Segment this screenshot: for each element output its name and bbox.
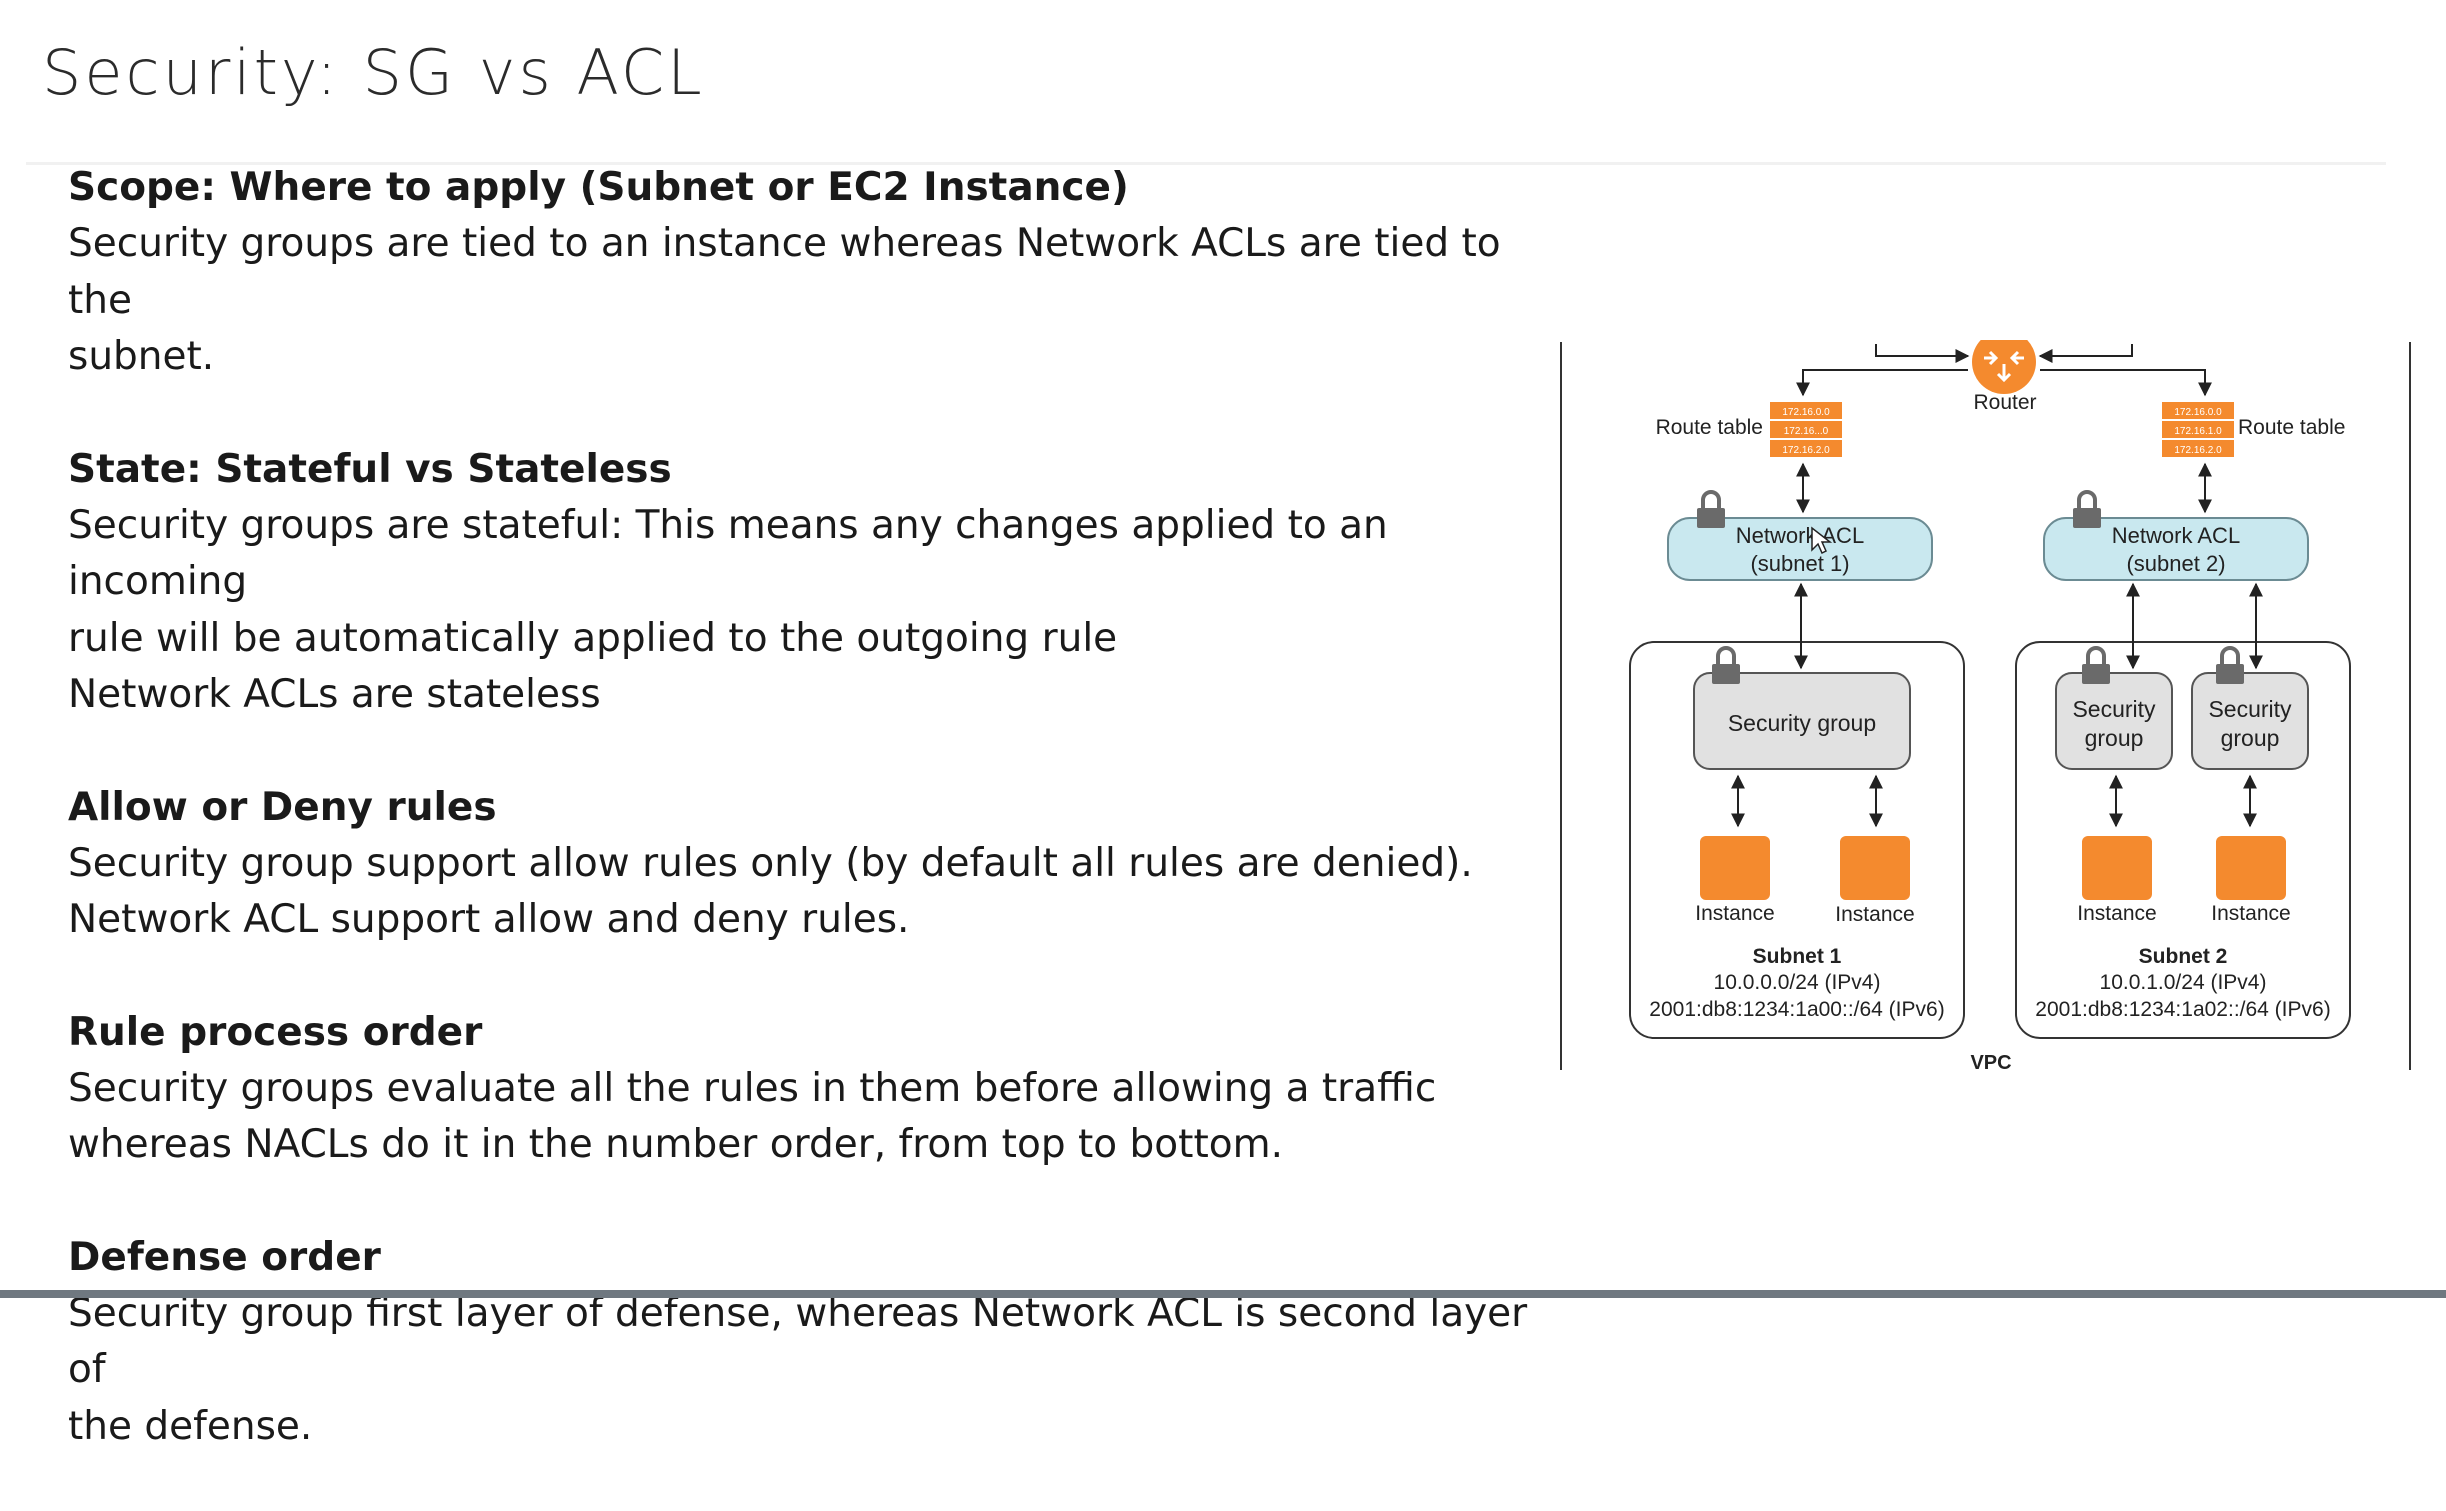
content-area: Scope: Where to apply (Subnet or EC2 Ins… bbox=[68, 160, 1568, 1511]
security-group-b-sublabel: group bbox=[2221, 725, 2280, 751]
section-text-line: the defense. bbox=[68, 1403, 313, 1449]
section-heading: State: Stateful vs Stateless bbox=[68, 446, 672, 492]
nacl-subnet2-sublabel: (subnet 2) bbox=[2126, 551, 2225, 576]
subnet1-ipv6: 2001:db8:1234:1a00::/64 (IPv6) bbox=[1649, 998, 1944, 1021]
section-heading: Defense order bbox=[68, 1234, 381, 1280]
subnet1-ipv4: 10.0.0.0/24 (IPv4) bbox=[1714, 971, 1881, 994]
route-table-row: 172.16.0.0 bbox=[2174, 407, 2222, 418]
security-group-subnet1-box bbox=[1693, 672, 1911, 770]
lock-icon bbox=[1697, 490, 1725, 528]
instance-label: Instance bbox=[1835, 903, 1914, 926]
vpc-label: VPC bbox=[1970, 1052, 2011, 1074]
nacl-subnet1-box bbox=[1667, 517, 1933, 581]
router-icon bbox=[1972, 340, 2036, 394]
security-group-b-box bbox=[2191, 672, 2309, 770]
route-table-left-label: Route table bbox=[1656, 416, 1763, 439]
lock-icon bbox=[1712, 646, 1740, 684]
section-text-line: Security groups evaluate all the rules i… bbox=[68, 1065, 1437, 1111]
sg-instance-links bbox=[1731, 774, 2257, 828]
router-label: Router bbox=[1973, 391, 2036, 414]
title-divider bbox=[26, 162, 2386, 165]
section-rule-order: Rule process order Security groups evalu… bbox=[68, 1005, 1568, 1174]
route-table-row: 172.16.2.0 bbox=[2174, 445, 2222, 456]
slide-title: Security: SG vs ACL bbox=[42, 36, 705, 109]
route-table-left-icon: 172.16.0.0 172.16...0 172.16.2.0 bbox=[1770, 402, 1842, 457]
section-heading: Rule process order bbox=[68, 1009, 483, 1055]
route-table-row: 172.16.0.0 bbox=[1782, 407, 1830, 418]
nacl-sg-links bbox=[1794, 582, 2263, 670]
instance-icon bbox=[1700, 836, 1770, 900]
rt-nacl-links bbox=[1796, 462, 2212, 514]
section-allow-deny: Allow or Deny rules Security group suppo… bbox=[68, 780, 1568, 949]
section-text-line: Network ACL support allow and deny rules… bbox=[68, 897, 910, 942]
security-group-a-box bbox=[2055, 672, 2173, 770]
lock-icon bbox=[2073, 490, 2101, 528]
section-text-line: Network ACLs are stateless bbox=[68, 672, 601, 717]
section-heading: Scope: Where to apply (Subnet or EC2 Ins… bbox=[68, 165, 1129, 210]
section-text-line: Security groups are tied to an instance … bbox=[68, 221, 1501, 323]
subnet1-name: Subnet 1 bbox=[1753, 945, 1842, 968]
section-text-line: Security groups are stateful: This means… bbox=[68, 502, 1388, 605]
vpc-diagram: Router 172.16.0.0 172.16...0 172.16.2.0 … bbox=[1560, 340, 2411, 1074]
instance-icon bbox=[2082, 836, 2152, 900]
section-heading: Allow or Deny rules bbox=[68, 784, 497, 830]
subnet2-name: Subnet 2 bbox=[2139, 945, 2228, 968]
nacl-subnet1-sublabel: (subnet 1) bbox=[1750, 551, 1849, 576]
nacl-subnet1-label: Network ACL bbox=[1736, 523, 1864, 548]
instance-icon bbox=[1840, 836, 1910, 900]
instance-icon bbox=[2216, 836, 2286, 900]
cursor-icon bbox=[1811, 526, 1833, 555]
lock-icon bbox=[2216, 646, 2244, 684]
section-defense-order: Defense order Security group first layer… bbox=[68, 1230, 1568, 1456]
route-table-row: 172.16...0 bbox=[1784, 426, 1829, 437]
route-table-right-icon: 172.16.0.0 172.16.1.0 172.16.2.0 bbox=[2162, 402, 2234, 457]
section-scope: Scope: Where to apply (Subnet or EC2 Ins… bbox=[68, 160, 1568, 386]
section-text-line: Security group first layer of defense, w… bbox=[68, 1290, 1528, 1393]
instance-label: Instance bbox=[2211, 902, 2290, 925]
bottom-bar bbox=[0, 1290, 2446, 1298]
route-table-row: 172.16.2.0 bbox=[1782, 445, 1830, 456]
section-text-line: Security group support allow rules only … bbox=[68, 840, 1473, 886]
route-table-row: 172.16.1.0 bbox=[2174, 426, 2222, 437]
lock-icon bbox=[2082, 646, 2110, 684]
section-text-line: rule will be automatically applied to th… bbox=[68, 615, 1118, 661]
subnet2-container bbox=[2015, 641, 2351, 1039]
security-group-subnet1-label: Security group bbox=[1728, 710, 1876, 736]
security-group-a-label: Security bbox=[2072, 696, 2156, 722]
security-group-a-sublabel: group bbox=[2085, 725, 2144, 751]
security-group-b-label: Security bbox=[2208, 696, 2292, 722]
section-text-line: whereas NACLs do it in the number order,… bbox=[68, 1122, 1283, 1167]
section-text-line: subnet. bbox=[68, 334, 215, 379]
subnet2-ipv4: 10.0.1.0/24 (IPv4) bbox=[2100, 971, 2267, 994]
nacl-subnet2-label: Network ACL bbox=[2112, 523, 2240, 548]
instance-label: Instance bbox=[2077, 902, 2156, 925]
router-links bbox=[1796, 344, 2212, 397]
instance-label: Instance bbox=[1695, 902, 1774, 925]
section-state: State: Stateful vs Stateless Security gr… bbox=[68, 442, 1568, 724]
nacl-subnet2-box bbox=[2043, 517, 2309, 581]
subnet2-ipv6: 2001:db8:1234:1a02::/64 (IPv6) bbox=[2035, 998, 2330, 1021]
route-table-right-label: Route table bbox=[2238, 416, 2345, 439]
